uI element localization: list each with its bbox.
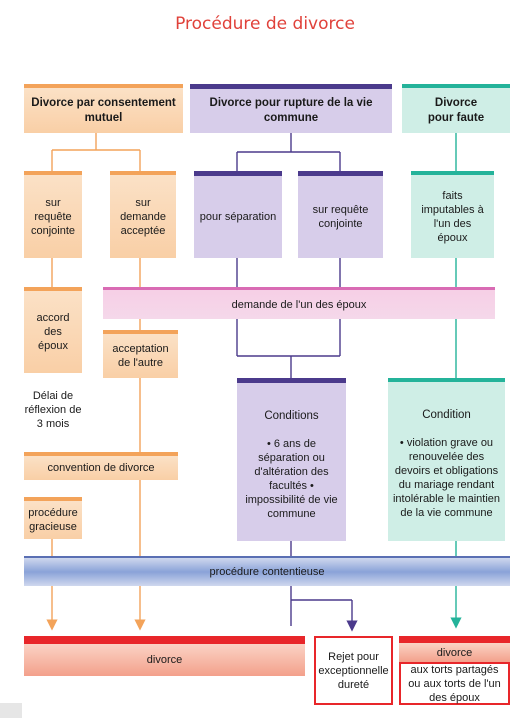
- aux-torts-box: aux torts partagés ou aux torts de l'un …: [399, 662, 510, 705]
- conditions-box: Conditions • 6 ans de séparation ou d'al…: [237, 378, 346, 541]
- conditions-title: Conditions: [264, 410, 319, 422]
- acceptation-autre: acceptation de l'autre: [103, 330, 178, 378]
- delai-reflexion: Délai de réflexion de 3 mois: [24, 390, 82, 430]
- header-rupture: Divorce pour rupture de la vie commune: [190, 84, 392, 133]
- faits-imputables: faits imputables à l'un des époux: [411, 171, 494, 258]
- divorce-faute-result: divorce: [399, 636, 510, 662]
- procedure-gracieuse: procédure gracieuse: [24, 497, 82, 539]
- sur-requete-conjointe-rupture: sur requête conjointe: [298, 171, 383, 258]
- sur-demande-acceptee: sur demande acceptée: [110, 171, 176, 258]
- header-mutuel: Divorce par consentement mutuel: [24, 84, 183, 133]
- header-faute: Divorce pour faute: [402, 84, 510, 133]
- corner-tab: [0, 703, 22, 718]
- condition-text: • violation grave ou renouvelée des devo…: [392, 437, 500, 519]
- procedure-contentieuse: procédure contentieuse: [24, 556, 510, 586]
- pour-separation: pour séparation: [194, 171, 282, 258]
- sur-requete-conjointe-mutuel: sur requête conjointe: [24, 171, 82, 258]
- condition-title: Condition: [422, 409, 471, 421]
- conditions-text: • 6 ans de séparation ou d'altération de…: [245, 438, 338, 520]
- rejet-box: Rejet pour exceptionnelle dureté: [314, 636, 393, 705]
- condition-box: Condition • violation grave ou renouvelé…: [388, 378, 505, 541]
- page-title: Procédure de divorce: [175, 14, 355, 34]
- accord-des-epoux: accord des époux: [24, 287, 82, 373]
- convention-divorce: convention de divorce: [24, 452, 178, 480]
- demande-band: demande de l'un des époux: [103, 287, 495, 319]
- divorce-result: divorce: [24, 636, 305, 676]
